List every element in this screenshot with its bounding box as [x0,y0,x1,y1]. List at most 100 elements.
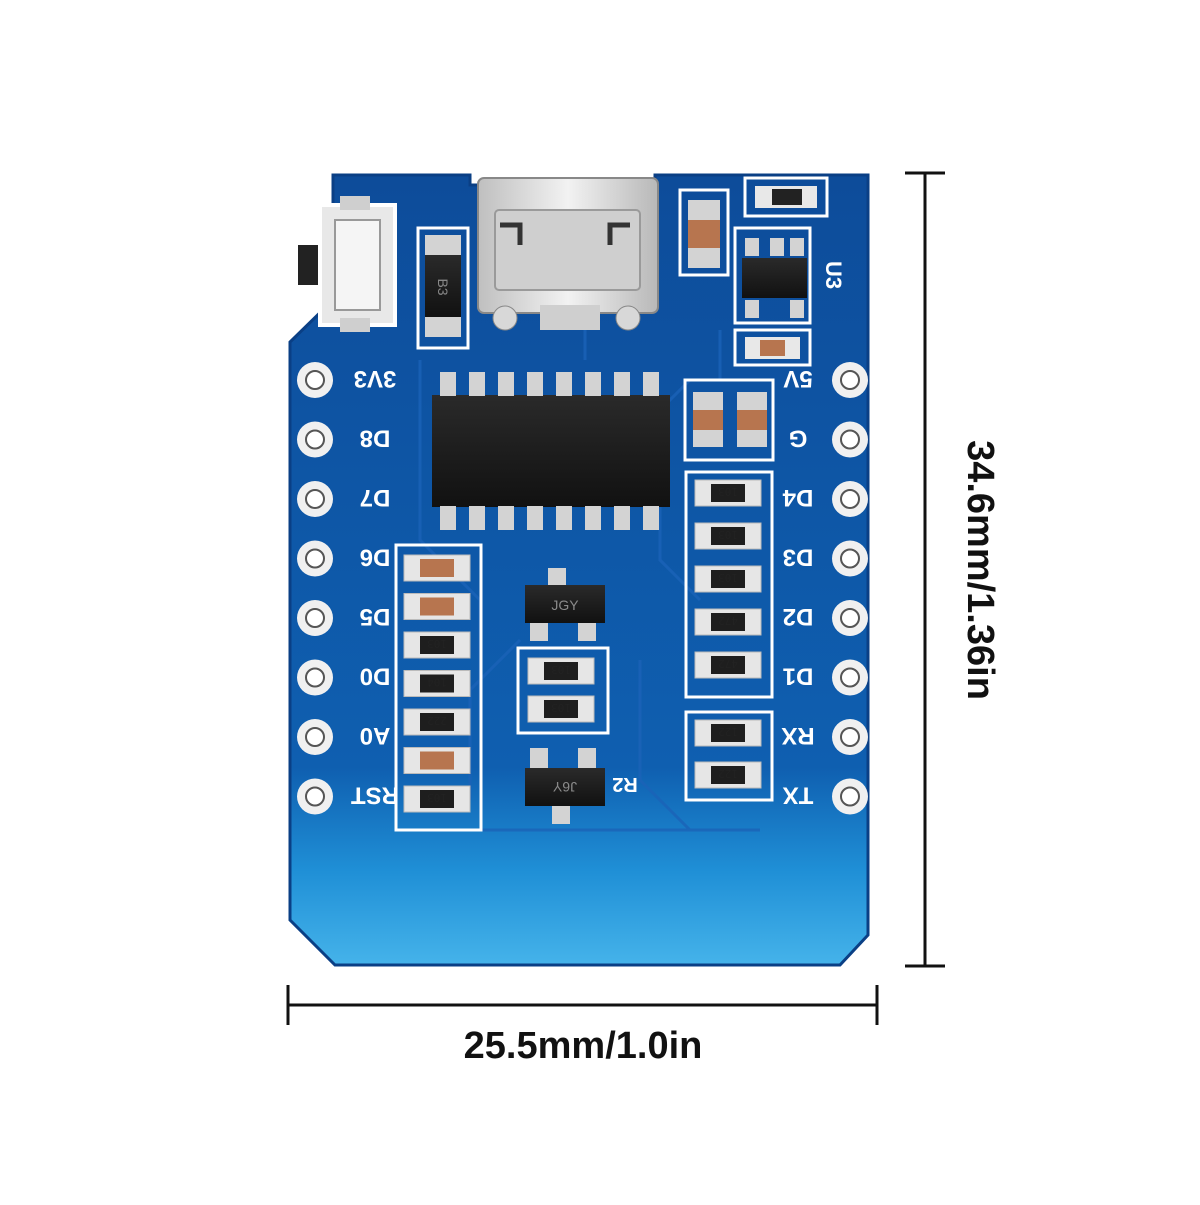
ic-pin [556,506,572,530]
ic-pin [643,506,659,530]
svg-text:103: 103 [718,485,738,498]
smd-resistor [403,747,471,774]
micro-usb-port [477,177,659,331]
smd-resistor: 472 [694,608,762,636]
pin-hole [305,667,325,688]
pin-label: D3 [783,544,814,571]
resistor [733,328,812,367]
smd-resistor: 222 [403,708,471,736]
svg-text:103: 103 [551,701,571,714]
smd-resistor: 103 [403,631,471,659]
voltage-regulator: U3 [733,226,846,325]
pin-hole [305,548,325,569]
smd-resistors: 103 104 222 103 103 103 103 103 103 472 472 122 122 [403,479,762,813]
power-switch [298,196,397,332]
height-dimension [905,171,945,968]
svg-text:122: 122 [718,767,738,780]
ic-pin [527,372,543,396]
smd-resistor [403,554,471,582]
svg-text:103: 103 [551,663,571,676]
svg-text:103: 103 [718,528,738,541]
svg-text:472: 472 [718,614,738,627]
pin-label: RX [781,722,814,749]
pin-label: D6 [360,544,391,571]
pin-label: 3V3 [354,365,397,392]
ic-pin [498,506,514,530]
pin-label: RST [351,782,399,809]
transistor-upper: JGY [525,568,605,641]
ic-pin [469,506,485,530]
smd-resistor: 103 [403,785,471,813]
pin-label: 5V [783,365,812,392]
smd-resistor: 103 [527,695,595,723]
pin-label: D4 [782,484,813,511]
width-dimension [286,985,879,1025]
pin-hole [305,608,325,628]
ic-pin [469,372,485,396]
pin-label: D1 [783,663,814,690]
r2-label: R2 [612,773,638,795]
pin-hole [840,429,860,450]
pin-hole [305,786,325,807]
pin-hole [840,370,860,390]
ic-pin [585,372,601,396]
ic-pin [440,372,456,396]
smd-resistor: 103 [527,657,595,685]
pin-hole [840,548,860,569]
u3-label: U3 [821,261,846,289]
ic-pin [614,372,630,396]
ic-pin [585,506,601,530]
svg-text:122: 122 [718,725,738,738]
pin-hole [305,727,325,747]
resistor-group-middle [516,646,610,735]
pin-hole [840,489,860,509]
resistor-group-right [684,470,774,802]
smd-resistor: 103 [694,565,762,593]
pin-hole [840,667,860,688]
transistor-lower: J6Y R2 [525,748,638,824]
pin-hole [840,727,860,747]
pin-hole [305,370,325,390]
height-label: 34.6mm/1.36in [959,440,1001,700]
pin-hole [840,786,860,807]
pin-label: D7 [360,484,391,511]
pin-label: A0 [360,722,391,749]
transistor-lower-label: J6Y [552,779,577,795]
svg-text:104: 104 [427,676,447,689]
svg-text:103: 103 [427,791,447,804]
resistor [743,176,829,218]
pin-label: D0 [360,663,391,690]
ic-pin [527,506,543,530]
pin-hole [305,489,325,509]
transistor-upper-label: JGY [551,597,579,613]
pin-label: D8 [360,425,391,452]
svg-text:103: 103 [427,637,447,650]
ic-pin [498,372,514,396]
capacitor [678,188,730,277]
capacitor-pair [683,378,775,462]
ic-pin [643,372,659,396]
smd-resistor: 103 [694,522,762,550]
smd-resistor: 103 [694,479,762,507]
svg-text:103: 103 [718,571,738,584]
smd-resistor [403,593,471,620]
smd-resistor: 472 [694,651,762,679]
usb-serial-chip [432,372,670,530]
width-label: 25.5mm/1.0in [464,1025,703,1067]
pin-hole [305,429,325,450]
svg-text:472: 472 [718,657,738,670]
pin-label: D2 [783,603,814,630]
pin-label: TX [783,782,814,809]
resistor-group-left [394,543,483,832]
ic-pin [440,506,456,530]
pin-hole [840,608,860,628]
smd-resistor: 122 [694,761,762,789]
diode-label: B3 [435,278,451,295]
ic-pin [614,506,630,530]
pin-label: G [789,425,808,452]
diode: B3 [416,226,470,350]
